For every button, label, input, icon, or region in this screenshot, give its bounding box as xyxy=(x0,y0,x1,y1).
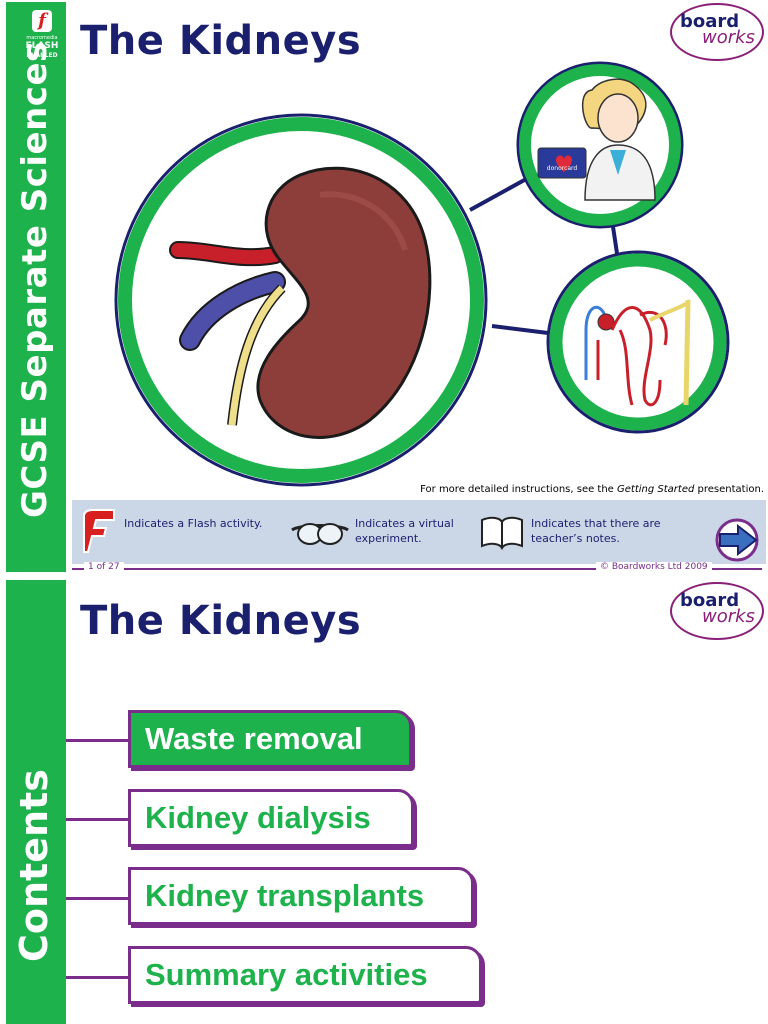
footer-line xyxy=(72,568,762,570)
badge-line-2: FLASH xyxy=(25,41,59,51)
page-title: The Kidneys xyxy=(80,598,362,644)
donor-card-label: donorcard xyxy=(547,165,578,172)
instructions-text: For more detailed instructions, see the … xyxy=(420,484,764,495)
book-icon xyxy=(481,516,523,550)
getting-started-link[interactable]: Getting Started xyxy=(617,484,695,495)
doctor-icon: donorcard xyxy=(537,78,656,201)
flash-enabled-badge: f macromedia FLASH ENABLED xyxy=(18,10,66,60)
goggles-icon xyxy=(291,523,349,545)
badge-line-1: macromedia xyxy=(26,35,58,41)
contents-item-waste-removal[interactable]: Waste removal xyxy=(128,710,412,768)
info-bar xyxy=(72,500,766,564)
logo-text-board: board xyxy=(680,11,740,32)
connector-line xyxy=(469,176,529,212)
contents-item-kidney-transplants[interactable]: Kidney transplants xyxy=(128,867,474,925)
legend-flash-text: Indicates a Flash activity. xyxy=(124,517,263,530)
renal-vessels xyxy=(169,241,286,426)
kidney-illustration: donorcard xyxy=(114,61,730,487)
logo-ellipse xyxy=(670,3,764,61)
page-number: 1 of 27 xyxy=(84,562,124,572)
contents-connector xyxy=(66,818,130,821)
kidney-shape xyxy=(256,166,432,439)
instructions-prefix: For more detailed instructions, see the xyxy=(420,484,618,495)
contents-connector xyxy=(66,739,130,742)
contents-slide: Contents The Kidneys board works Waste r… xyxy=(0,576,768,1024)
sidebar: Contents xyxy=(6,580,66,1024)
page-title: The Kidneys xyxy=(80,18,362,64)
contents-connector xyxy=(66,976,130,979)
sidebar: f macromedia FLASH ENABLED GCSE Separate… xyxy=(6,2,66,572)
flash-icon: f xyxy=(32,10,52,32)
boardworks-logo[interactable]: board works xyxy=(670,582,764,640)
flash-icon xyxy=(83,509,115,553)
next-arrow-button[interactable] xyxy=(710,518,764,562)
badge-line-3: ENABLED xyxy=(26,52,58,59)
nephron-icon xyxy=(584,299,691,407)
boardworks-logo[interactable]: board works xyxy=(670,3,764,61)
legend-goggles-text: Indicates a virtual experiment. xyxy=(355,517,454,545)
copyright: © Boardworks Ltd 2009 xyxy=(596,562,712,572)
nephron-circle xyxy=(549,253,727,431)
logo-text-board: board xyxy=(680,590,740,611)
contents-item-summary-activities[interactable]: Summary activities xyxy=(128,946,482,1004)
logo-ellipse xyxy=(670,582,764,640)
instructions-suffix: presentation. xyxy=(694,484,764,495)
logo-text-works: works xyxy=(702,606,755,627)
contents-connector xyxy=(66,897,130,900)
title-slide: f macromedia FLASH ENABLED GCSE Separate… xyxy=(6,2,766,572)
logo-text-works: works xyxy=(702,27,755,48)
connector-line xyxy=(491,324,557,336)
sidebar-title: Contents xyxy=(12,769,56,962)
legend-book-text: Indicates that there are teacher’s notes… xyxy=(531,517,661,545)
contents-item-kidney-dialysis[interactable]: Kidney dialysis xyxy=(128,789,414,847)
